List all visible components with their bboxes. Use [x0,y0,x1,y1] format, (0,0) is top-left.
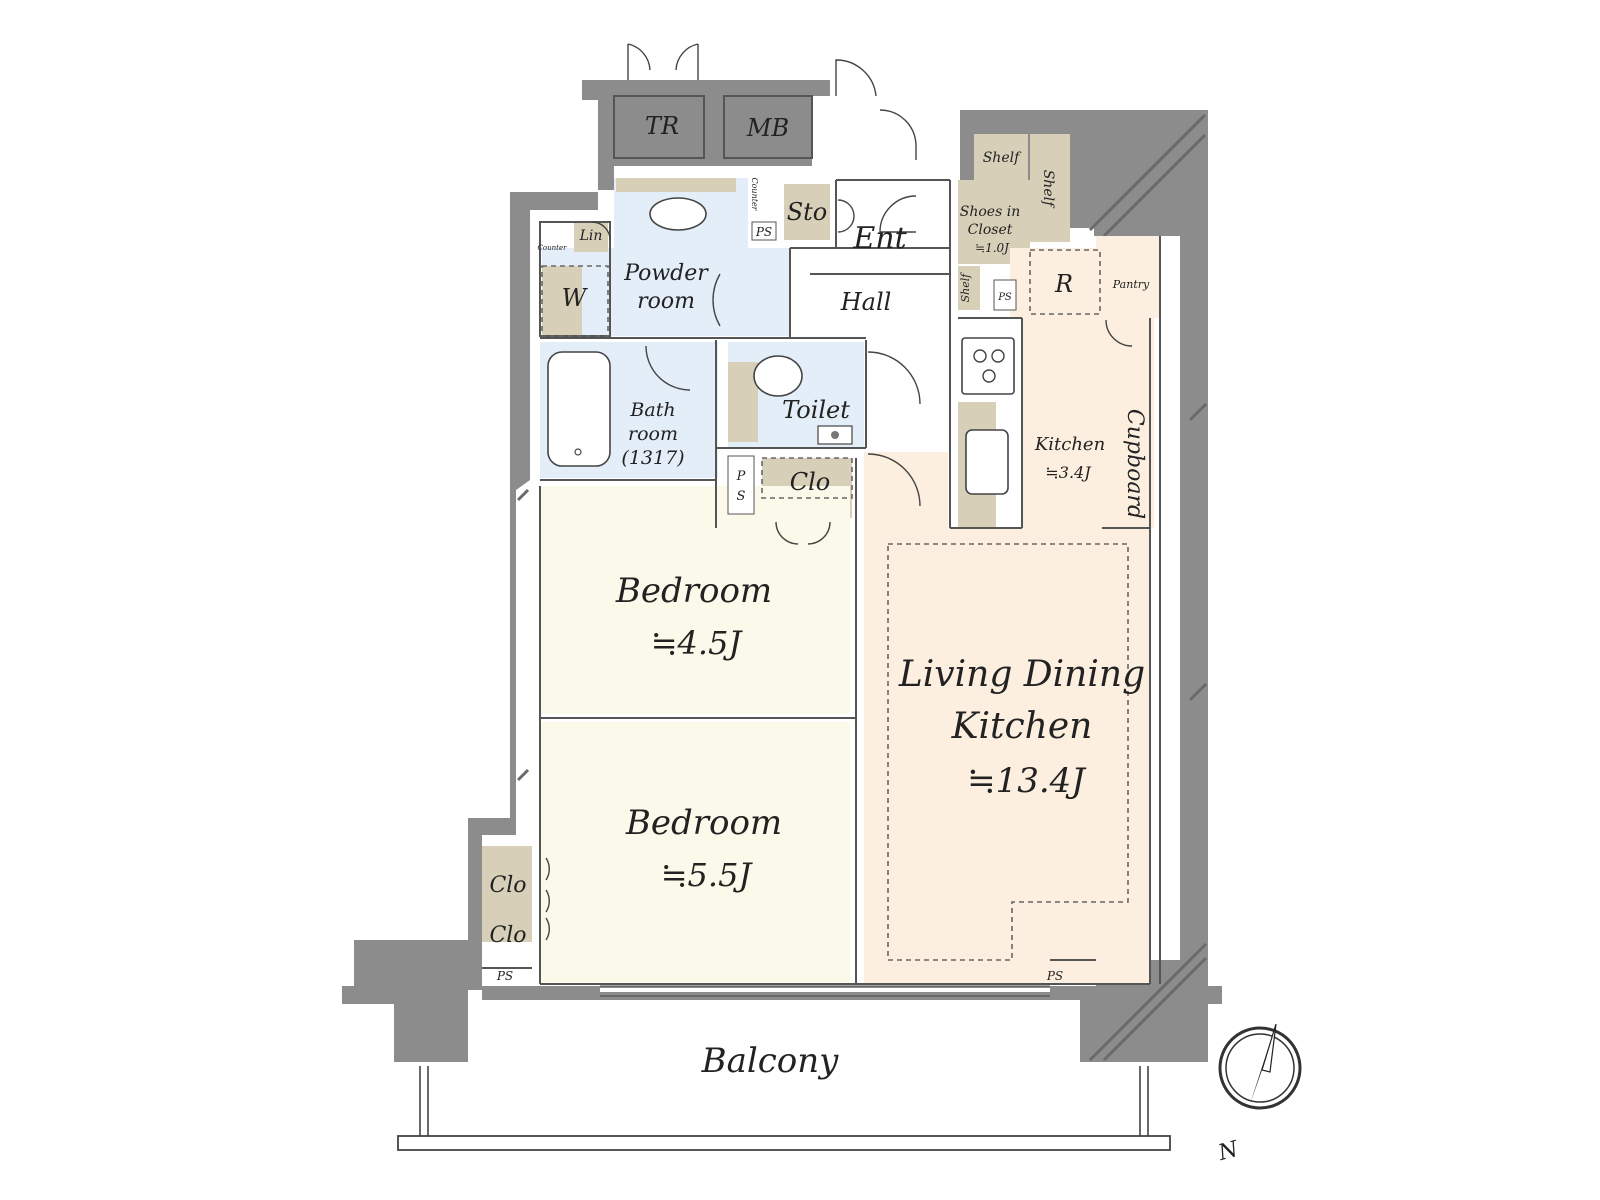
label-ps-3b: S [737,489,746,504]
vanity-counter [616,178,736,192]
toilet-tank [728,362,758,442]
label-clo-3: Clo [489,923,526,948]
label-pantry: Pantry [1112,278,1150,291]
label-ps-1: PS [755,225,772,239]
label-bath-3: (1317) [621,447,684,469]
label-clo-1: Clo [790,468,831,496]
storage-sto [784,184,830,240]
compass-icon: N [1215,1023,1302,1167]
storage-shelf-side [1030,134,1070,242]
label-bedroom-1: Bedroom [615,571,772,611]
label-shelf-top: Shelf [983,150,1022,166]
label-ps-2: PS [997,292,1012,303]
label-mb: MB [746,114,789,142]
label-powder-1: Powder [623,261,709,286]
label-ps-4: PS [496,969,513,983]
label-kitchen-area: ≒3.4J [1045,463,1092,482]
label-counter-1: Counter [750,177,759,211]
kitchen-sink-icon [965,429,1009,495]
label-ps-3a: P [736,469,746,484]
label-powder-2: room [637,289,695,314]
balcony-area [482,1000,1082,1006]
compass-label: N [1215,1137,1242,1167]
label-balcony: Balcony [701,1041,840,1081]
label-w: W [562,284,589,312]
windows [600,985,1050,997]
balcony-rail [397,1135,1171,1151]
label-counter-2: Counter [538,244,568,252]
label-lin: Lin [579,228,603,244]
storage-clo-3 [482,894,532,942]
label-clo-2: Clo [489,873,526,898]
label-ldk-area: ≒13.4J [967,761,1087,801]
label-kitchen: Kitchen [1034,434,1105,455]
sink-icon [649,197,707,231]
label-bedroom-1-area: ≒4.5J [651,624,744,662]
toilet-icon [753,355,803,397]
label-sto: Sto [787,198,828,226]
bedroom-1-fill [540,486,850,714]
label-shelf-side: Shelf [1040,170,1056,209]
label-shoes-closet-2: Closet [968,222,1013,238]
label-ldk-2: Kitchen [951,706,1093,747]
label-bedroom-2-area: ≒5.5J [661,856,754,894]
label-ps-5: PS [1046,969,1063,983]
bedroom-2-fill [540,722,850,984]
powder-room-fill [542,248,790,336]
label-tr: TR [645,112,679,140]
storage-shelf-small [958,266,980,310]
label-bedroom-2: Bedroom [625,803,782,843]
label-shoes-closet-area: ≒1.0J [975,241,1010,255]
wall-hatch [516,113,1208,1062]
ldk-fill [864,236,1160,984]
label-ldk-1: Living Dining [898,654,1145,695]
label-r: R [1054,270,1073,298]
label-cupboard: Cupboard [1122,409,1147,519]
storage-w [542,266,582,336]
storage-lin [574,222,608,252]
label-bath-1: Bath [629,399,675,421]
room-outlines [482,95,1161,985]
stove-icon [961,337,1015,395]
dashed-outlines [541,249,1129,961]
label-bath-2: room [628,423,678,445]
storage-shelf-top [974,134,1028,180]
kitchen-fill-top [1010,248,1110,318]
label-ent: Ent [852,221,907,256]
label-toilet: Toilet [782,396,850,424]
label-hall: Hall [840,288,892,316]
storage-clo-2 [482,846,532,894]
bathtub-icon [547,351,611,467]
label-shoes-closet-1: Shoes in [960,204,1020,220]
label-shelf-small: Shelf [959,272,972,303]
door-swings [545,43,1133,941]
